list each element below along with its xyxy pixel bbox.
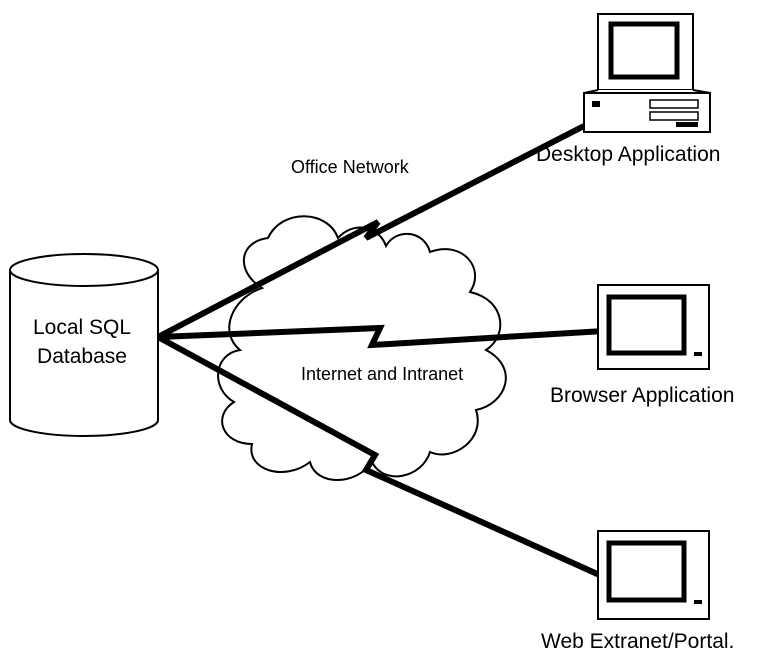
browser-application-label: Browser Application — [550, 384, 735, 407]
database-label-line2: Database — [37, 345, 127, 368]
internet-cloud-shape — [217, 215, 507, 481]
cloud-label: Internet and Intranet — [301, 364, 464, 384]
desktop-application-label: Desktop Application — [536, 143, 721, 166]
web-extranet-label: Web Extranet/Portal. — [541, 630, 735, 653]
link-office-network — [156, 123, 586, 340]
desktop-computer-icon — [583, 13, 711, 133]
browser-monitor-icon — [597, 284, 710, 370]
link-browser — [157, 324, 605, 349]
database-label: Local SQL Database — [12, 313, 152, 371]
database-label-line1: Local SQL — [32, 316, 132, 339]
office-network-label: Office Network — [291, 157, 409, 177]
web-monitor-icon — [597, 530, 710, 620]
link-web-extranet — [156, 334, 606, 580]
database-cylinder-icon — [9, 253, 159, 437]
